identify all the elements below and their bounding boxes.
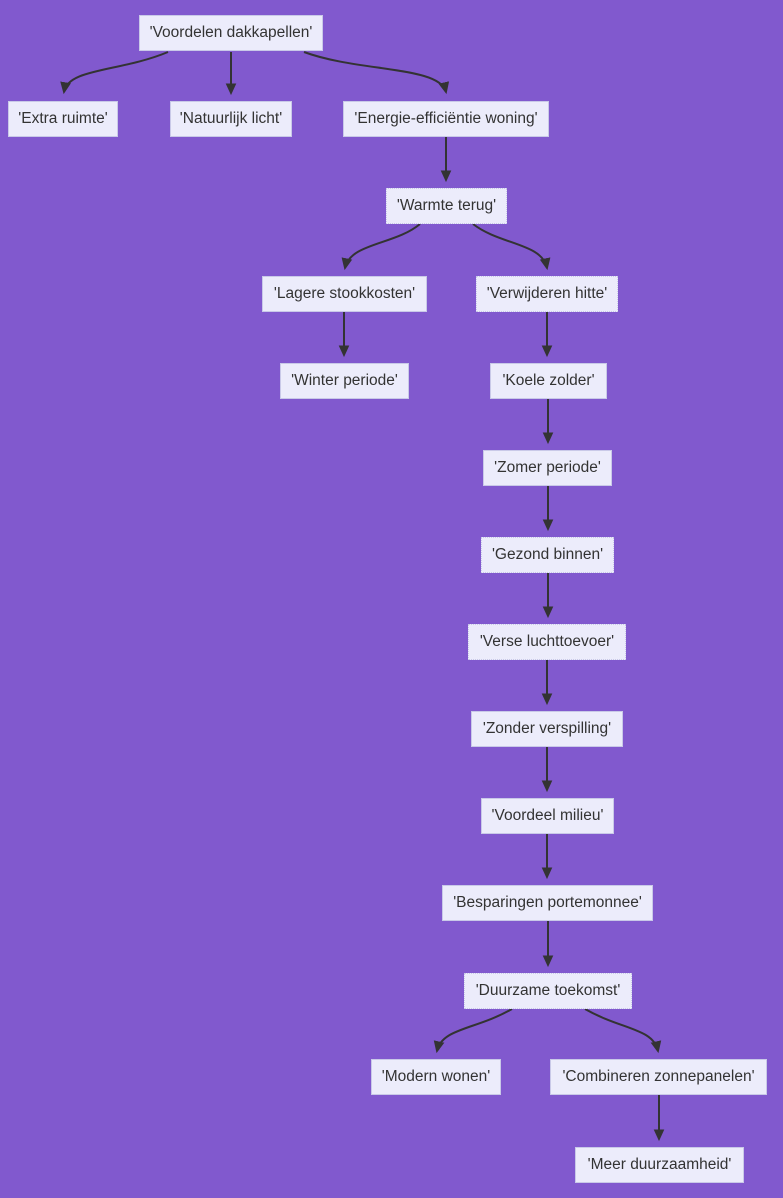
node-voordeel-milieu: 'Voordeel milieu' — [481, 798, 614, 834]
node-lagere-stookkosten: 'Lagere stookkosten' — [262, 276, 427, 312]
node-natuurlijk-licht: 'Natuurlijk licht' — [170, 101, 292, 137]
node-gezond-binnen: 'Gezond binnen' — [481, 537, 614, 573]
node-winter-periode: 'Winter periode' — [280, 363, 409, 399]
edge-warmte-lagere-stookkosten — [341, 223, 421, 271]
node-koele-zolder: 'Koele zolder' — [490, 363, 607, 399]
edge-voordelen-energie-efficientie — [303, 51, 450, 95]
edge-voordelen-extra-ruimte — [60, 51, 169, 95]
edge-duurzame-combineren — [584, 1008, 662, 1054]
node-verwijderen-hitte: 'Verwijderen hitte' — [476, 276, 618, 312]
node-voordelen-dakkapellen: 'Voordelen dakkapellen' — [139, 15, 323, 51]
node-combineren-zonnepanelen: 'Combineren zonnepanelen' — [550, 1059, 767, 1095]
node-verse-luchttoevoer: 'Verse luchttoevoer' — [468, 624, 626, 660]
node-extra-ruimte: 'Extra ruimte' — [8, 101, 118, 137]
node-besparingen-portemonnee: 'Besparingen portemonnee' — [442, 885, 653, 921]
node-warmte-terug: 'Warmte terug' — [386, 188, 507, 224]
node-zonder-verspilling: 'Zonder verspilling' — [471, 711, 623, 747]
node-zomer-periode: 'Zomer periode' — [483, 450, 612, 486]
edge-duurzame-modern-wonen — [433, 1008, 513, 1054]
node-modern-wonen: 'Modern wonen' — [371, 1059, 501, 1095]
node-meer-duurzaamheid: 'Meer duurzaamheid' — [575, 1147, 744, 1183]
node-energie-efficientie-woning: 'Energie-efficiëntie woning' — [343, 101, 549, 137]
edge-warmte-verwijderen-hitte — [472, 223, 551, 271]
node-duurzame-toekomst: 'Duurzame toekomst' — [464, 973, 632, 1009]
